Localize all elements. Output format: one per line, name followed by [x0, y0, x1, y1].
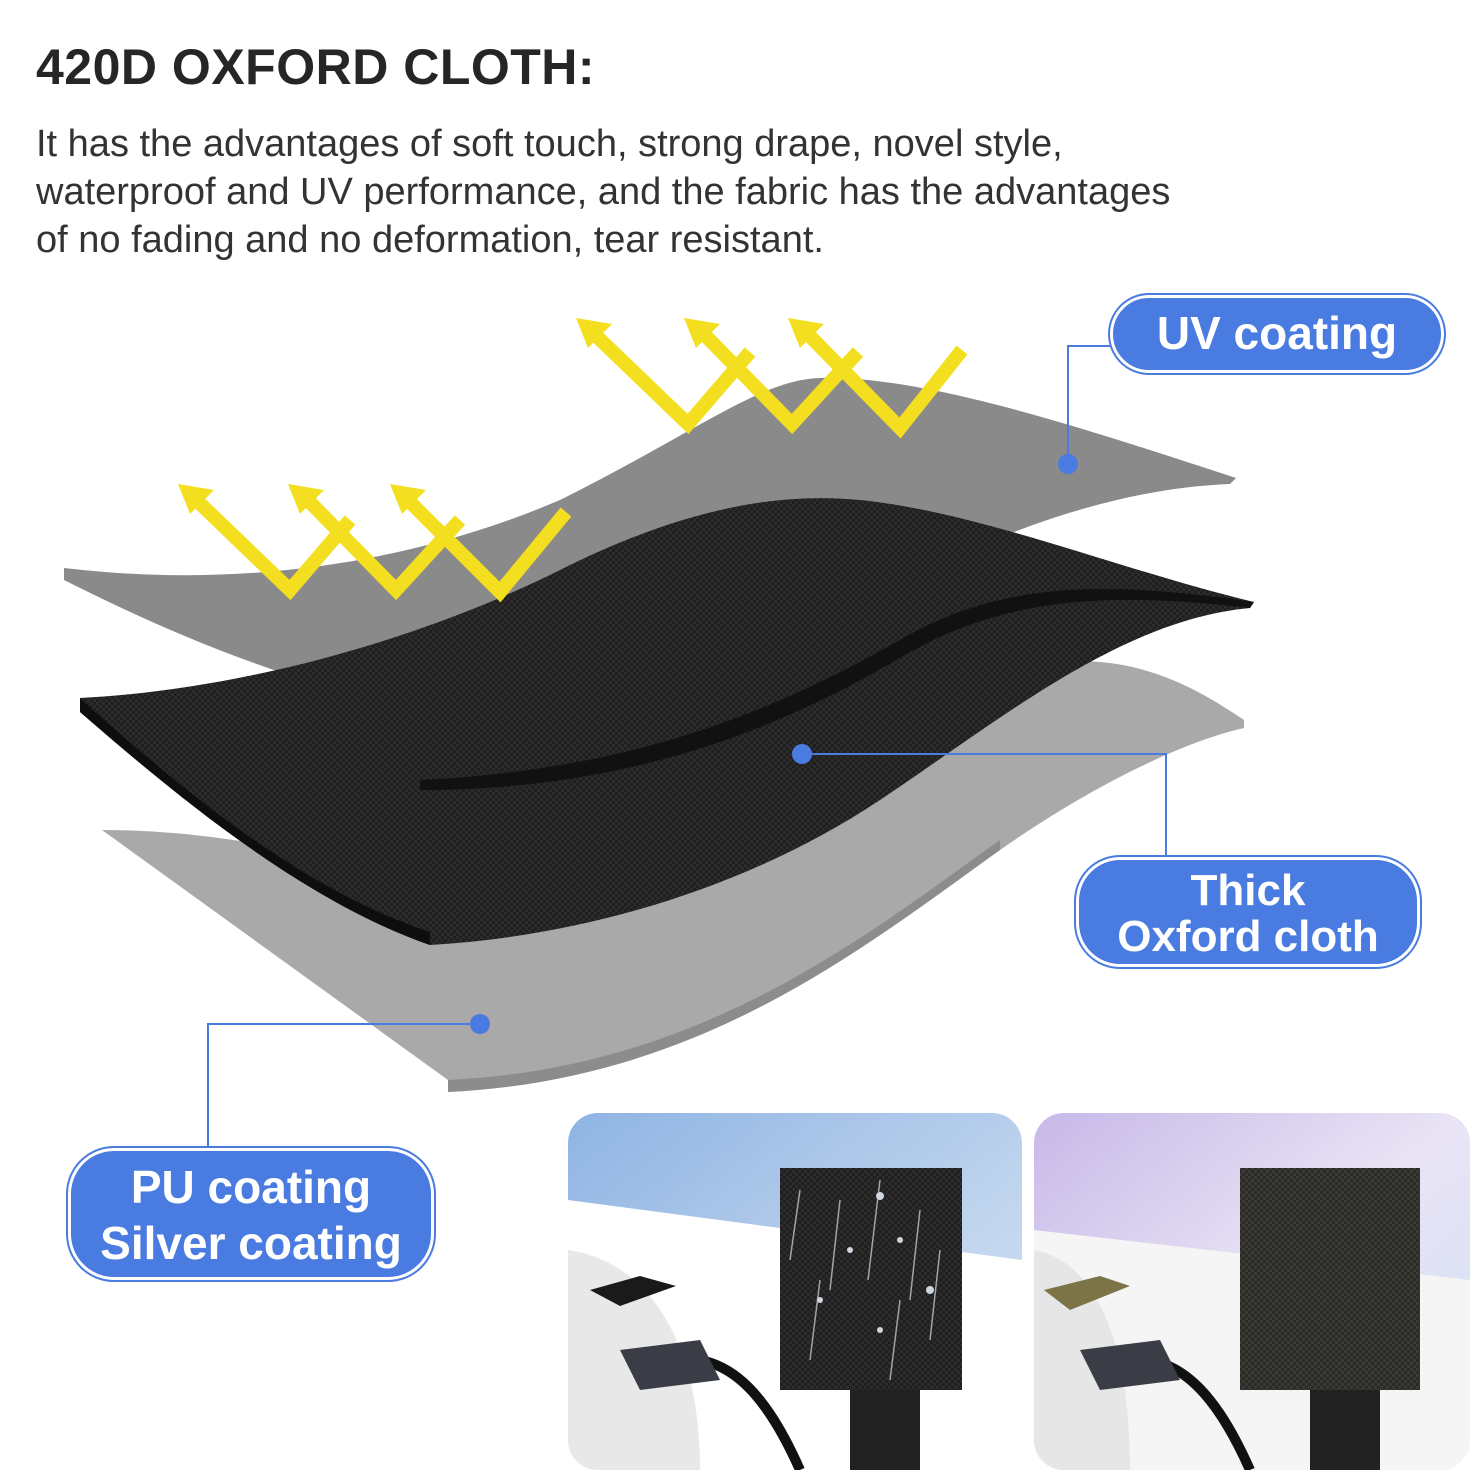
silver-coating-text: Silver coating: [100, 1217, 402, 1269]
rain-scene-photo: [568, 1113, 1022, 1470]
pu-coating-text: PU coating: [130, 1161, 372, 1213]
oxford-cloth-label: Thick Oxford cloth: [1076, 857, 1420, 967]
sun-scene-photo: [1034, 1113, 1470, 1470]
callout-dots: [470, 454, 1078, 1034]
uv-coating-label: UV coating: [1110, 295, 1444, 373]
uv-arrows: [183, 320, 968, 603]
oxford-layer: [80, 498, 1254, 945]
uv-coating-text: UV coating: [1156, 307, 1398, 359]
callout-lines: [207, 345, 1167, 1148]
page-title: 420D OXFORD CLOTH:: [36, 39, 596, 95]
description-line-1: It has the advantages of soft touch, str…: [36, 123, 1063, 165]
description-line-2: waterproof and UV performance, and the f…: [36, 171, 1171, 213]
description: It has the advantages of soft touch, str…: [36, 120, 1336, 264]
oxford-cloth-text-2: Oxford cloth: [1117, 912, 1379, 961]
description-line-3: of no fading and no deformation, tear re…: [36, 219, 824, 261]
uv-arrow-heads: [178, 318, 824, 514]
pu-coating-label: PU coating Silver coating: [68, 1148, 434, 1280]
oxford-cloth-text-1: Thick: [1190, 866, 1306, 915]
